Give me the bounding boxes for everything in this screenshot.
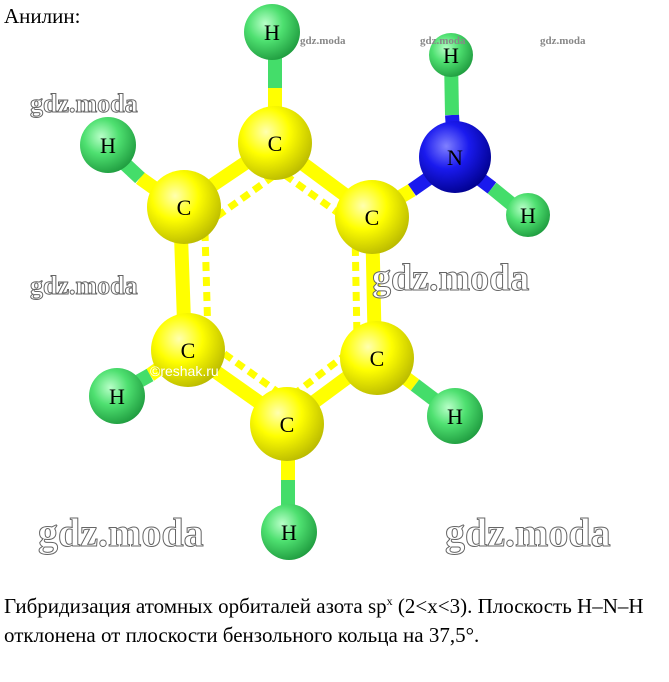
watermark-upper-left: gdz.moda [30,89,138,118]
svg-text:H: H [264,20,280,45]
watermarks: gdz.moda gdz.moda gdz.moda gdz.moda gdz.… [30,35,612,556]
aniline-molecule-model: H H H H H H H N [30,4,612,560]
caption-part-2: (2<x<3). Плоскость H–N–H отклонена от пл… [4,594,644,647]
watermark-small-3: gdz.moda [540,35,586,47]
hydrogen-atom-top: H [244,4,300,60]
svg-text:C: C [181,338,196,363]
hydrogen-atom-n-right: H [506,193,550,237]
svg-text:H: H [109,384,125,409]
carbon-atom-bottom: C [250,387,324,461]
carbon-atom-lower-left: C [151,313,225,387]
watermark-middle-left: gdz.moda [30,271,138,300]
caption-part-1: Гибридизация атомных орбиталей азота sp [4,594,387,618]
watermark-small-1: gdz.moda [300,35,346,47]
svg-text:C: C [280,412,295,437]
hydrogen-atom-n-top: H [429,33,473,77]
svg-text:H: H [520,203,536,228]
svg-text:C: C [268,131,283,156]
carbon-atom-upper-left: C [147,170,221,244]
watermark-bottom-left: gdz.moda [38,510,204,555]
hydrogen-atom-lower-right: H [427,388,483,444]
carbon-atom-lower-right: C [340,321,414,395]
svg-text:C: C [365,205,380,230]
watermark-reshak: ©reshak.ru [150,363,219,379]
svg-text:N: N [447,145,463,170]
hydrogen-atom-bottom: H [261,504,317,560]
atoms: H H H H H H H N [80,4,550,560]
hydrogen-atom-upper-left: H [80,117,136,173]
svg-text:H: H [447,404,463,429]
watermark-small-2: gdz.moda [420,35,466,47]
nitrogen-atom: N [419,121,491,193]
svg-text:C: C [177,195,192,220]
carbon-atom-upper-right: C [335,180,409,254]
hydrogen-atom-lower-left: H [89,368,145,424]
svg-text:H: H [443,43,459,68]
caption-text: Гибридизация атомных орбиталей азота spx… [4,592,664,650]
watermark-bottom-right: gdz.moda [445,510,611,555]
svg-text:H: H [281,520,297,545]
aromatic-bond-3 [201,231,212,339]
compound-title: Анилин: [4,4,81,28]
svg-text:C: C [370,346,385,371]
svg-text:H: H [100,133,116,158]
caption-superscript: x [386,594,393,608]
carbon-atom-top: C [238,106,312,180]
watermark-middle-right: gdz.moda [372,257,529,299]
